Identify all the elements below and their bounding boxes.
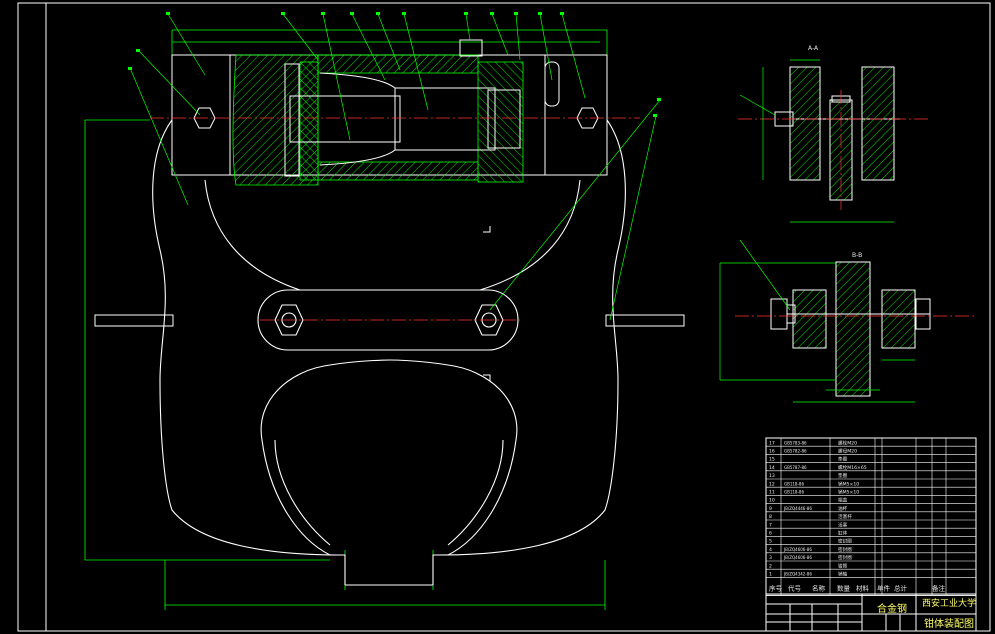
parts-row-name: 垫圈 xyxy=(838,472,848,479)
parts-row-number: 7 xyxy=(769,522,772,528)
parts-row-number: 16 xyxy=(769,449,775,455)
parts-row-number: 17 xyxy=(769,440,775,446)
parts-table-header-cell: 材料 xyxy=(856,583,870,592)
parts-table-header-cell: 备注 xyxy=(932,583,946,592)
drawing-frame xyxy=(17,2,991,632)
section-aa-view: A-A xyxy=(738,45,930,223)
parts-row-number: 5 xyxy=(769,539,772,545)
parts-table-header-cell: 序号 xyxy=(769,583,783,592)
parts-row-name: 密封圈 xyxy=(838,538,852,545)
parts-row-name: 销M5×10 xyxy=(838,480,859,487)
parts-row-name: 端盖 xyxy=(838,497,848,504)
centerlines xyxy=(150,117,640,321)
leader-lines xyxy=(129,13,661,321)
title-drawing-name: 钳体装配图 xyxy=(924,617,974,630)
parts-row-number: 15 xyxy=(769,457,775,463)
side-handles xyxy=(94,314,685,327)
section-aa-label: A-A xyxy=(808,45,819,52)
parts-row-number: 12 xyxy=(769,481,775,487)
parts-table-header-cell: 单件 xyxy=(877,583,891,592)
link-plate xyxy=(257,289,519,351)
parts-row-name: 销M5×10 xyxy=(838,489,859,496)
parts-row-name: 螺栓M16×65 xyxy=(838,464,867,471)
parts-row-number: 14 xyxy=(769,465,775,471)
title-block: 合金钢 西安工业大学 钳体装配图 xyxy=(765,593,977,632)
parts-row-number: 13 xyxy=(769,473,775,479)
parts-row-name: 密封圈 xyxy=(838,554,852,561)
parts-row-number: 2 xyxy=(769,563,772,569)
parts-row-code: JB/ZQ4606-86 xyxy=(783,555,812,560)
section-markers xyxy=(483,226,491,381)
parts-table-header-cell: 数量 xyxy=(837,583,851,592)
parts-row-number: 6 xyxy=(769,531,772,537)
parts-row-code: JB/ZQ4446-86 xyxy=(783,506,812,511)
cylinder-section-hatch xyxy=(232,54,524,186)
parts-row-code: GB118-86 xyxy=(784,490,804,495)
parts-table-frame xyxy=(765,437,977,596)
leader-dots xyxy=(128,12,661,117)
main-view xyxy=(84,12,685,610)
parts-row-number: 3 xyxy=(769,555,772,561)
title-material: 合金钢 xyxy=(877,602,907,615)
dimension-lines xyxy=(84,29,608,610)
parts-row-name: 密封圈 xyxy=(838,546,852,553)
parts-row-code: JB/ZQ4606-86 xyxy=(783,547,812,552)
parts-table-header-cell: 代号 xyxy=(788,583,802,592)
parts-row-number: 4 xyxy=(769,547,772,553)
parts-row-name: 销轴 xyxy=(838,571,848,578)
parts-row-code: JB/ZQ4342-86 xyxy=(783,572,812,577)
parts-row-number: 10 xyxy=(769,498,775,504)
parts-row-name: 螺栓M20 xyxy=(838,439,857,446)
parts-row-name: 钳臂 xyxy=(838,562,848,569)
section-bb-view: B-B xyxy=(719,239,975,403)
parts-row-code: GB5782-86 xyxy=(784,449,807,454)
parts-row-code: GB5783-86 xyxy=(784,440,807,445)
tong-arms xyxy=(152,119,626,586)
parts-table-header-cell: 总计 xyxy=(894,583,908,592)
parts-row-name: 油杯 xyxy=(838,505,848,512)
parts-row-number: 9 xyxy=(769,506,772,512)
parts-row-name: 缸体 xyxy=(838,530,848,537)
piston-rod xyxy=(284,39,560,177)
parts-row-number: 8 xyxy=(769,514,772,520)
parts-row-name: 活塞 xyxy=(838,521,848,528)
parts-row-code: GB5787-86 xyxy=(784,465,807,470)
parts-row-number: 1 xyxy=(769,572,772,578)
section-bb-label: B-B xyxy=(852,252,862,259)
parts-row-name: 螺母M20 xyxy=(838,448,857,455)
parts-table-header-cell: 名称 xyxy=(812,583,826,592)
title-school: 西安工业大学 xyxy=(922,597,976,609)
parts-row-name: 垫圈 xyxy=(838,456,848,463)
parts-row-name: 活塞杆 xyxy=(838,513,852,520)
parts-row-code: GB118-86 xyxy=(784,481,804,486)
parts-row-number: 11 xyxy=(769,490,775,496)
